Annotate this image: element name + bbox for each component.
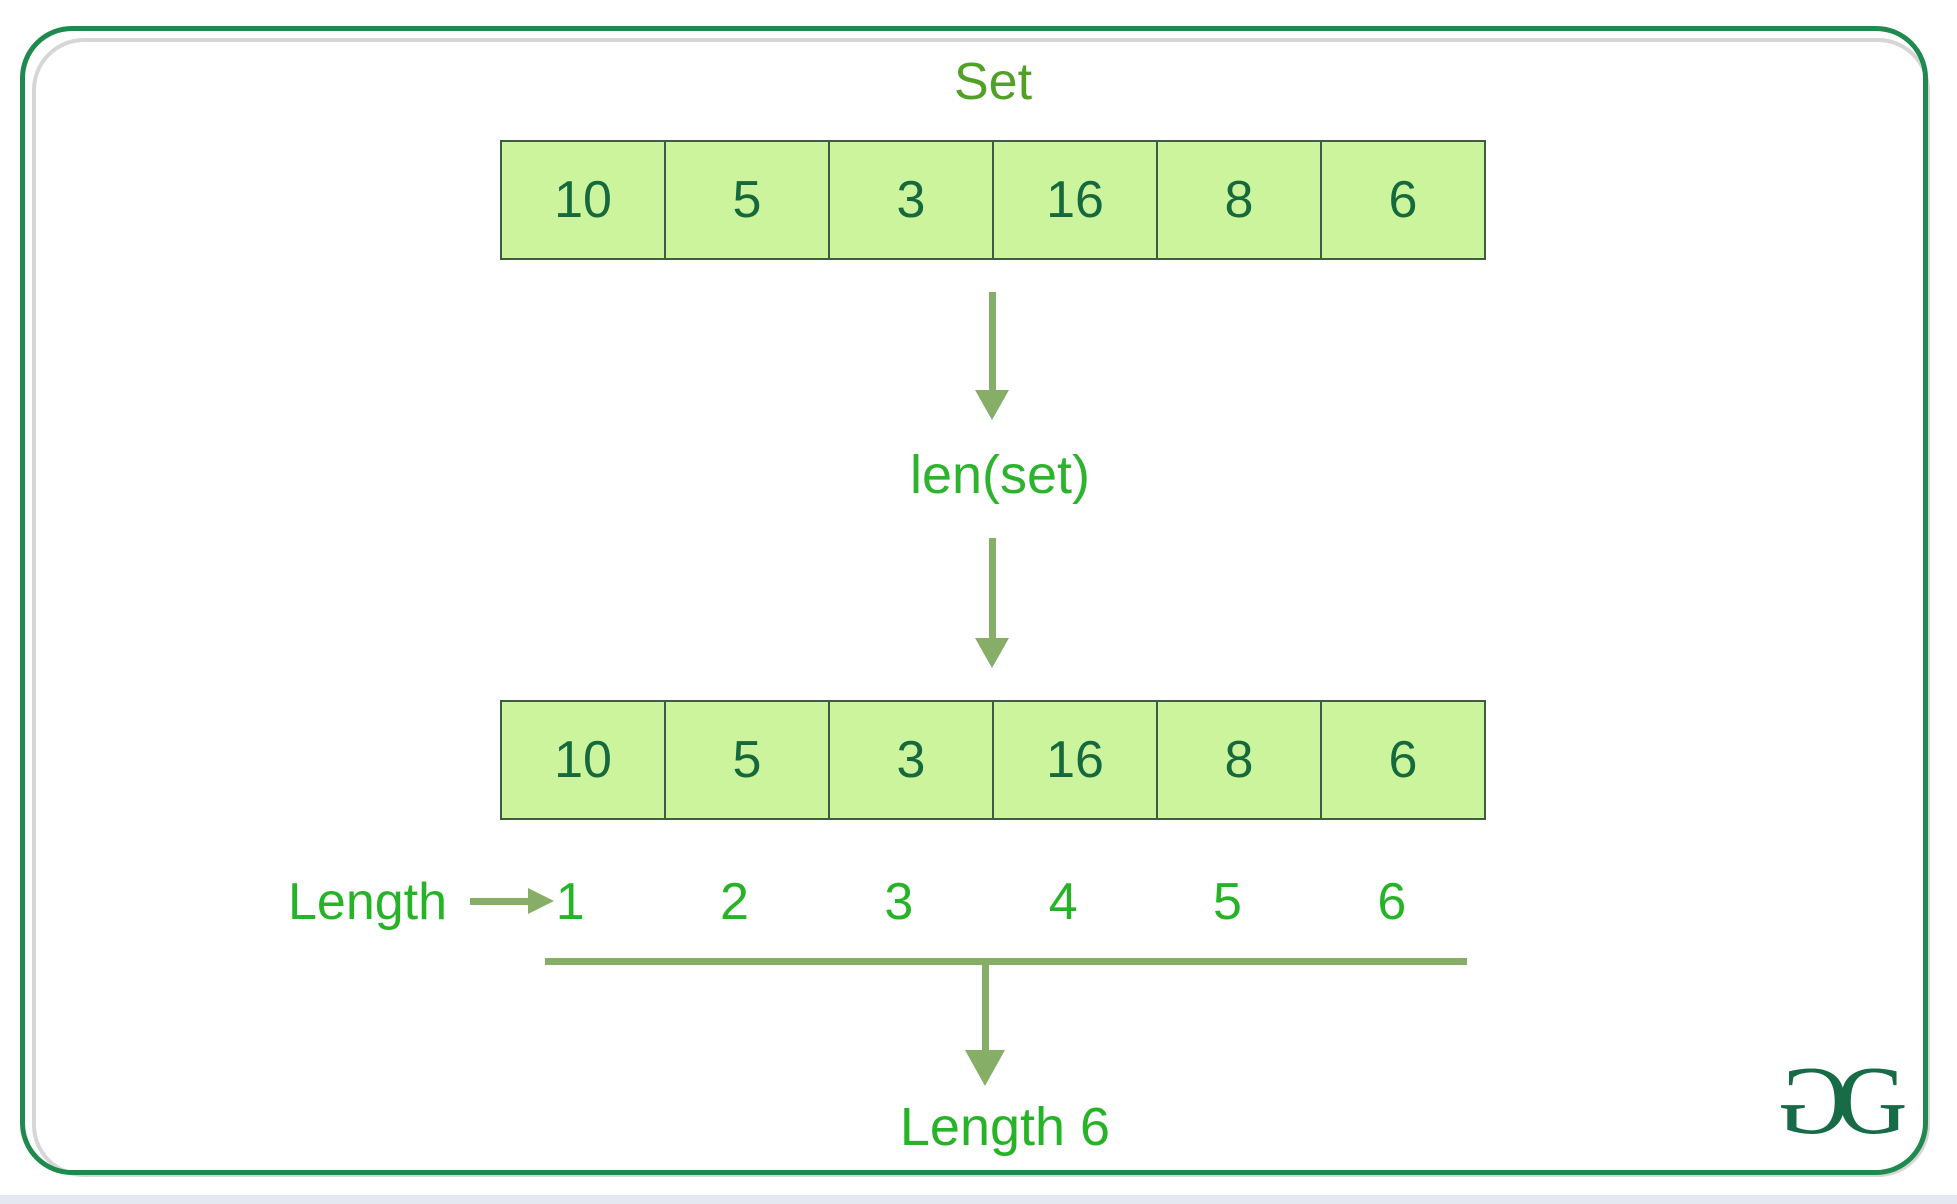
set-cell: 6: [1388, 171, 1418, 229]
mirrored-g-letter: G: [1778, 1047, 1849, 1155]
sum-line: [545, 958, 1467, 965]
set-cell: 5: [666, 142, 830, 258]
set-cell: 10: [502, 142, 666, 258]
set-cell: 10: [502, 702, 666, 818]
set-cell: 8: [1158, 702, 1322, 818]
set-table-bottom: 10 5 3 16 8 6: [500, 700, 1486, 820]
index-label: 2: [720, 873, 749, 931]
set-cell: 6: [1388, 731, 1418, 789]
page-bottom-strip: [0, 1195, 1957, 1204]
set-cell: 8: [1158, 142, 1322, 258]
set-table-top: 10 5 3 16 8 6: [500, 140, 1486, 260]
result-label: Length 6: [899, 1097, 1111, 1157]
set-title: Set: [953, 53, 1033, 111]
frame-shadow: [32, 38, 1930, 1177]
page-frame: [20, 26, 1928, 1175]
g-letter: G: [1836, 1047, 1908, 1155]
set-cell: 16: [994, 142, 1158, 258]
set-cell: 3: [830, 702, 994, 818]
function-label: len(set): [909, 445, 1091, 505]
index-label: 4: [1048, 873, 1078, 931]
index-label: 6: [1377, 873, 1407, 931]
set-cell: 5: [666, 702, 830, 818]
length-label: Length: [288, 873, 448, 931]
indices-row: 1 2 3 4 5 6: [488, 872, 1474, 932]
index-label: 1: [555, 873, 585, 931]
index-label: 3: [884, 873, 914, 931]
set-cell: 3: [830, 142, 994, 258]
index-label: 5: [1213, 873, 1242, 931]
set-cell: 16: [994, 702, 1158, 818]
geeksforgeeks-logo: GG: [1778, 1047, 1908, 1155]
